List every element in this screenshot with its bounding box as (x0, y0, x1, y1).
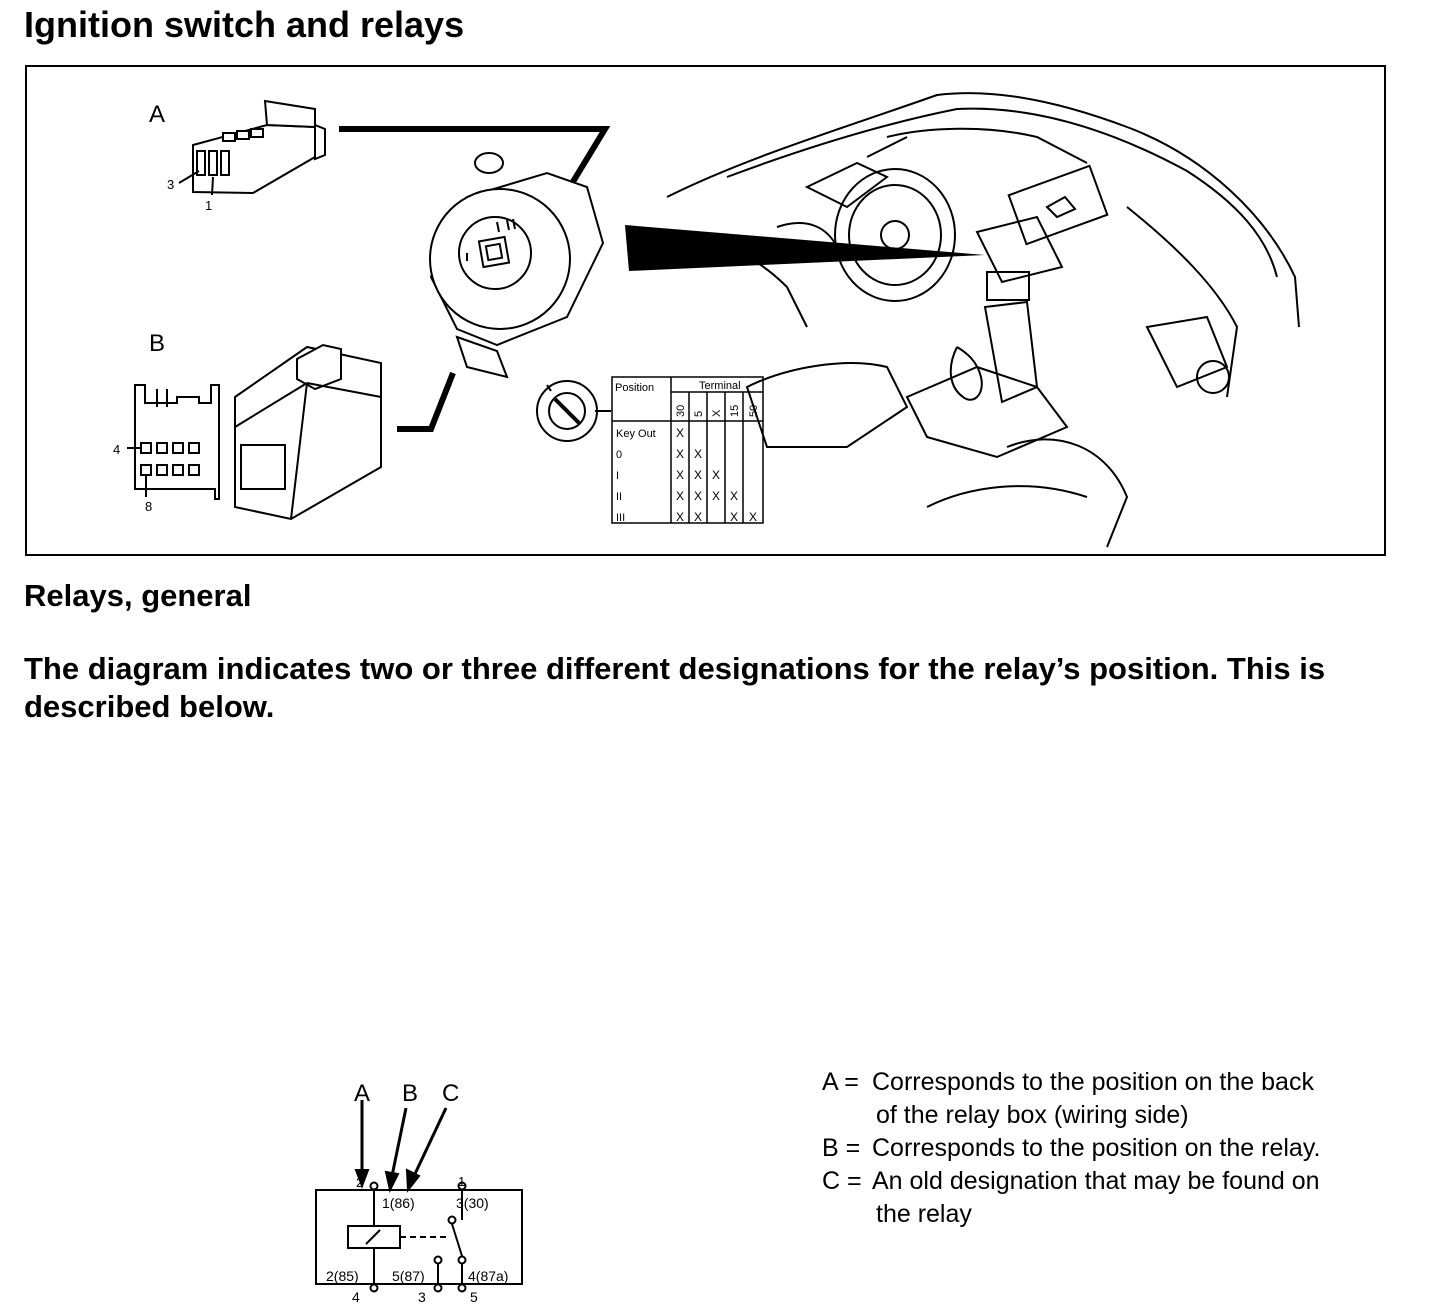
legend-item-a: A = Corresponds to the position on the ba… (822, 1066, 1422, 1132)
table-mark: X (712, 489, 720, 503)
connector-a-pin-3: 3 (167, 177, 174, 192)
pin-3-bottom (433, 1283, 443, 1293)
table-row-position: 0 (616, 449, 622, 461)
ignition-switch-drawing (429, 152, 605, 379)
connector-b-pin-4: 4 (113, 442, 120, 457)
terminal-x: X (711, 409, 723, 417)
relay-diagram: A B C 2 1 1(86) 3(30) 2(85) 5(87) 4(87a)… (315, 1080, 523, 1305)
pin-label-3-outer: 3 (418, 1289, 426, 1305)
arrow-label-b: B (402, 1080, 418, 1107)
pin-5-bottom (457, 1283, 467, 1293)
pin-label-87: 5(87) (392, 1268, 425, 1284)
pin-label-30: 3(30) (456, 1195, 489, 1211)
legend-text-a-cont: of the relay box (wiring side) (876, 1101, 1189, 1129)
ignition-switch-figure: A 3 1 B 4 8 (25, 65, 1386, 556)
pin-label-1-outer: 1 (458, 1174, 465, 1189)
table-row-position: Key Out (616, 428, 656, 440)
legend-key-c: C = (822, 1167, 862, 1195)
pin-label-85: 2(85) (326, 1268, 359, 1284)
table-mark: X (676, 489, 684, 503)
pin-4-bottom (369, 1283, 379, 1293)
page-title: Ignition switch and relays (24, 4, 465, 45)
key-position-drawing (536, 380, 611, 442)
pin-label-2-outer: 2 (356, 1175, 363, 1190)
location-pointer (625, 225, 985, 271)
legend-key-a: A = (822, 1068, 859, 1096)
arrow-c (412, 1107, 448, 1177)
leader-line-b (397, 371, 456, 432)
table-mark: X (712, 468, 720, 482)
pin-label-86: 1(86) (382, 1195, 415, 1211)
legend-text-c: An old designation that may be found on (872, 1167, 1320, 1195)
relay-box (315, 1189, 523, 1285)
table-mark: X (749, 510, 757, 524)
connector-b-drawing (127, 343, 382, 521)
section-heading: Relays, general (24, 578, 252, 613)
table-mark: X (676, 510, 684, 524)
table-mark: X (730, 489, 738, 503)
arrow-c-head (405, 1168, 421, 1193)
table-row-position: I (616, 470, 619, 482)
leader-line-a (339, 126, 611, 187)
pin-label-5-outer: 5 (470, 1289, 478, 1305)
terminal-30: 30 (675, 405, 687, 417)
table-mark: X (694, 489, 702, 503)
legend-text-a: Corresponds to the position on the back (872, 1068, 1314, 1096)
car-interior-drawing (666, 92, 1300, 548)
table-row-position: II (616, 491, 622, 503)
pin-label-87a: 4(87a) (468, 1268, 508, 1284)
intro-text: The diagram indicates two or three diffe… (24, 651, 1326, 724)
ignition-illustration: A 3 1 B 4 8 (113, 92, 1300, 548)
connector-a-label: A (149, 101, 165, 128)
terminal-table (611, 376, 764, 524)
table-row-position: III (616, 512, 625, 524)
table-terminal-header: Terminal (699, 380, 741, 392)
table-mark: X (676, 447, 684, 461)
connector-a-drawing (178, 99, 326, 196)
pin-label-4-outer: 4 (352, 1289, 360, 1305)
relay-legend: A = Corresponds to the position on the ba… (822, 1066, 1422, 1231)
legend-text-c-cont: the relay (876, 1200, 972, 1228)
arrow-label-a: A (354, 1080, 370, 1107)
legend-item-c: C = An old designation that may be found … (822, 1165, 1422, 1231)
table-mark: X (694, 447, 702, 461)
terminal-15: 15 (729, 405, 741, 417)
legend-item-b: B = Corresponds to the position on the re… (822, 1132, 1422, 1165)
table-mark: X (694, 510, 702, 524)
legend-key-b: B = (822, 1134, 861, 1162)
arrow-b-head (384, 1170, 400, 1193)
table-mark: X (676, 426, 684, 440)
table-mark: X (694, 468, 702, 482)
table-mark: X (676, 468, 684, 482)
arrow-b (390, 1107, 408, 1177)
legend-text-b: Corresponds to the position on the relay… (872, 1134, 1321, 1162)
arrow-a-head (354, 1169, 370, 1189)
pin-1-top (457, 1181, 467, 1191)
connector-b-pin-8: 8 (145, 499, 152, 514)
connector-b-label: B (149, 330, 165, 357)
table-position-header: Position (615, 382, 654, 394)
connector-a-pin-1: 1 (205, 198, 212, 213)
terminal-5: 5 (693, 411, 705, 417)
table-mark: X (730, 510, 738, 524)
pin-2-top (369, 1181, 379, 1191)
arrow-label-c: C (442, 1080, 459, 1107)
